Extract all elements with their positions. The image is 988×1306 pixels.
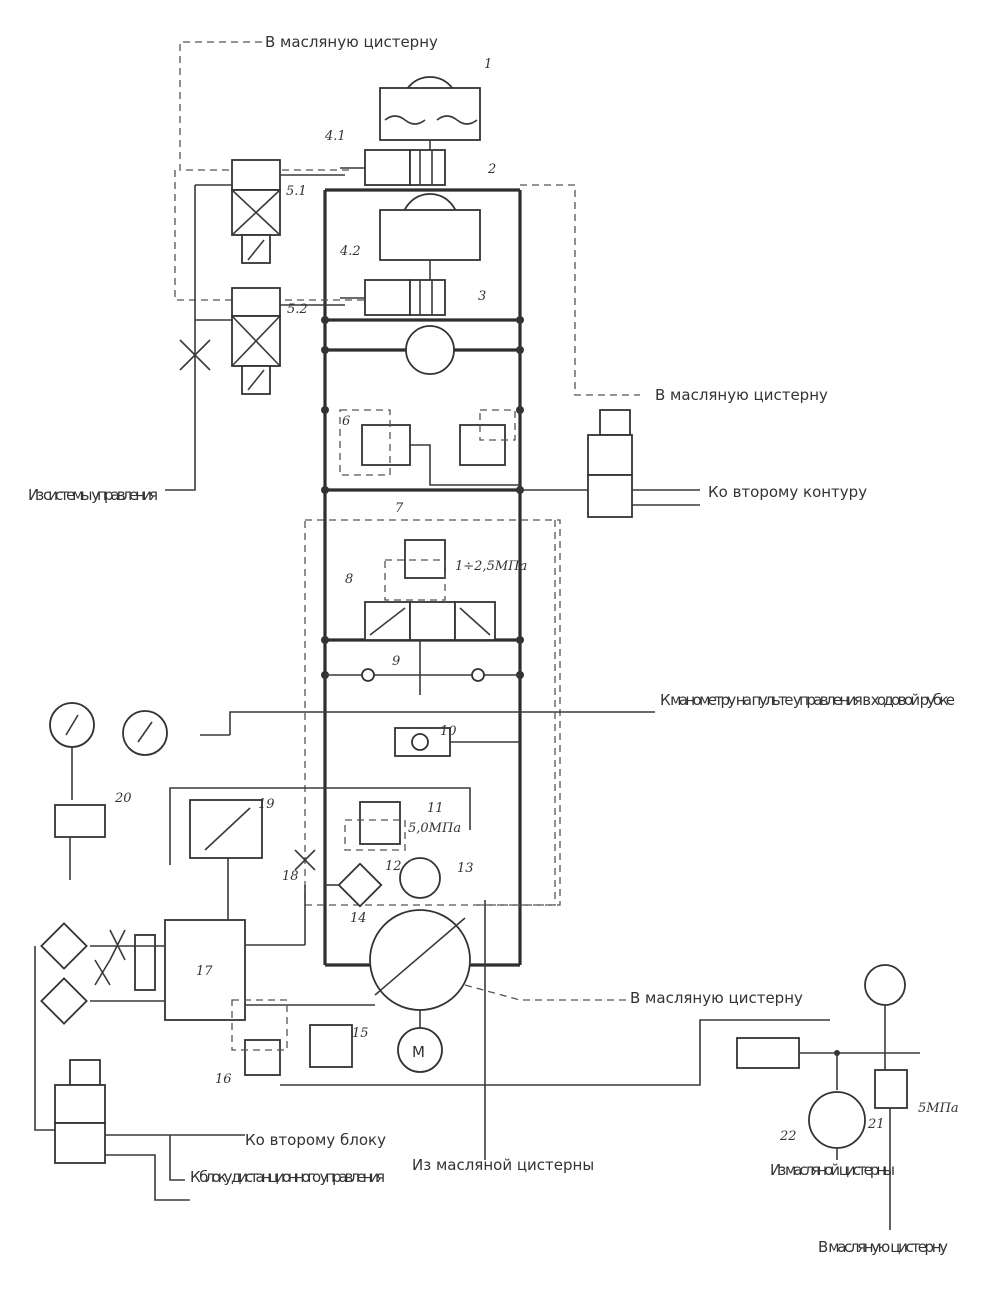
relief-valve-6 xyxy=(339,409,520,486)
callout-11: 11 xyxy=(427,801,444,816)
callout-6: 6 xyxy=(342,414,350,429)
pressure-label-3: 5МПа xyxy=(918,1101,959,1116)
label-to-remote-block: К блоку дистанционного управления xyxy=(190,1168,385,1186)
throttle-valve-19 xyxy=(169,787,471,865)
pressure-label-2: 5,0МПа xyxy=(408,821,461,836)
callout-10: 10 xyxy=(440,724,457,739)
valve-4-2 xyxy=(340,279,446,316)
solenoid-valve-5-1 xyxy=(195,159,345,264)
label-to-oil-tank-bottom: В масляную цистерну xyxy=(630,989,803,1007)
label-to-second-circuit: Ко второму контуру xyxy=(708,483,867,501)
pressure-valve-7 xyxy=(384,539,446,601)
callout-17: 17 xyxy=(196,964,213,979)
label-from-control-system: Из системы управления xyxy=(28,486,158,504)
callout-5-2: 5.2 xyxy=(287,302,308,317)
callout-18: 18 xyxy=(282,869,299,884)
drain-line-mid xyxy=(475,520,556,906)
filter-12-pump-13 xyxy=(325,857,441,908)
hydraulic-motor-1 xyxy=(379,76,481,160)
callout-15: 15 xyxy=(352,1026,369,1041)
callout-7: 7 xyxy=(395,501,404,516)
control-feed-line xyxy=(165,185,211,491)
callout-19: 19 xyxy=(258,797,275,812)
right-group xyxy=(736,964,920,1230)
callout-16: 16 xyxy=(215,1072,232,1087)
valve-20 xyxy=(54,804,106,880)
callout-20: 20 xyxy=(114,791,132,806)
label-to-oil-tank-far-right: В масляную цистерну xyxy=(818,1238,948,1256)
label-to-manometer: К манометру на пульте управления в ходов… xyxy=(660,691,955,709)
callout-22: 22 xyxy=(779,1129,797,1144)
callout-5-1: 5.1 xyxy=(286,184,307,199)
label-to-oil-tank-top: В масляную цистерну xyxy=(265,33,438,51)
label-to-second-block: Ко второму блоку xyxy=(245,1131,386,1149)
valve-16 xyxy=(231,999,288,1076)
callout-4-1: 4.1 xyxy=(324,129,346,144)
valve-15 xyxy=(280,1019,830,1086)
callout-12: 12 xyxy=(385,859,402,874)
callout-2: 2 xyxy=(487,162,496,177)
callout-1: 1 xyxy=(484,57,492,72)
hydraulic-motor-3 xyxy=(405,325,455,375)
drain-line-right xyxy=(520,184,640,396)
shuttle-valve-10 xyxy=(394,727,520,757)
callout-9: 9 xyxy=(392,654,400,669)
solenoid-valve-5-2 xyxy=(195,287,345,395)
drain-line-bottom xyxy=(464,984,630,1001)
valve-second-circuit xyxy=(520,409,700,518)
hydraulic-motor-2 xyxy=(379,193,481,280)
relief-valve-11 xyxy=(344,801,406,851)
check-valves-9 xyxy=(325,640,520,695)
callout-14: 14 xyxy=(350,911,367,926)
callout-21: 21 xyxy=(867,1117,885,1132)
valve-lower-left xyxy=(54,1059,245,1201)
callout-8: 8 xyxy=(345,572,353,587)
restrictor-18 xyxy=(294,849,316,871)
directional-valve-8 xyxy=(364,601,496,641)
main-pump-14 xyxy=(369,909,471,1073)
motor-label: M xyxy=(412,1043,425,1061)
label-from-oil-tank: Из масляной цистерны xyxy=(412,1156,594,1174)
label-to-oil-tank-right: В масляную цистерну xyxy=(655,386,828,404)
filters-left xyxy=(34,922,165,1131)
pressure-label-1: 1÷2,5МПа xyxy=(455,559,527,574)
callout-3: 3 xyxy=(478,289,486,304)
valve-4-1 xyxy=(340,149,446,186)
callout-4-2: 4.2 xyxy=(339,244,361,259)
callout-13: 13 xyxy=(457,861,474,876)
manometer-line xyxy=(49,702,655,800)
label-from-oil-tank-right: Из масляной цистерны xyxy=(770,1161,895,1179)
